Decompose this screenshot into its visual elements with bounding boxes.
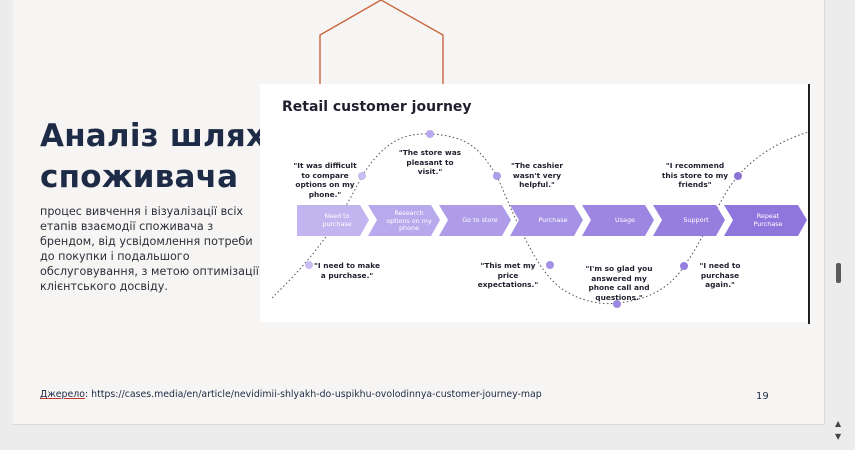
stage-label-2: Research options on my phone bbox=[386, 209, 432, 233]
quote-bottom-1: "I need to make a purchase." bbox=[314, 261, 380, 280]
scroll-up-icon[interactable]: ▲ bbox=[835, 419, 842, 428]
page-title: Аналіз шляху споживача bbox=[40, 116, 287, 198]
title-line-1: Аналіз шляху bbox=[40, 118, 287, 154]
stage-label-1: Need to purchase bbox=[322, 212, 352, 228]
scrollbar-thumb[interactable] bbox=[836, 263, 841, 283]
quote-bottom-4: "I need to purchase again." bbox=[699, 261, 741, 289]
quote-top-3: "The cashier wasn't very helpful." bbox=[511, 161, 563, 189]
quote-bottom-2: "This met my price expectations." bbox=[477, 261, 539, 289]
image-edge bbox=[808, 84, 810, 324]
description-text: процес вивчення і візуалізації всіх етап… bbox=[40, 205, 259, 293]
page-number: 19 bbox=[756, 391, 769, 402]
stage-label-6: Support bbox=[683, 216, 709, 224]
stage-label-5: Usage bbox=[615, 216, 635, 224]
scrollbar[interactable] bbox=[833, 0, 845, 450]
stage-label-7: Repeat Purchase bbox=[753, 212, 783, 228]
source-separator: : bbox=[85, 389, 92, 400]
quote-bottom-3: "I'm so glad you answered my phone call … bbox=[585, 264, 653, 302]
stage-label-4: Purchase bbox=[538, 216, 568, 224]
quote-top-1: "It was difficult to compare options on … bbox=[293, 161, 357, 199]
quote-top-2: "The store was pleasant to visit." bbox=[398, 148, 462, 176]
journey-title: Retail customer journey bbox=[282, 99, 472, 115]
source-link[interactable]: https://cases.media/en/article/nevidimii… bbox=[91, 389, 542, 400]
scroll-down-icon[interactable]: ▼ bbox=[835, 432, 842, 441]
source-line: Джерело: https://cases.media/en/article/… bbox=[40, 389, 542, 400]
source-label: Джерело bbox=[40, 389, 85, 400]
quote-top-4: "I recommend this store to my friends" bbox=[661, 161, 729, 189]
stage-label-3: Go to store bbox=[462, 216, 498, 224]
title-line-2: споживача bbox=[40, 159, 239, 195]
